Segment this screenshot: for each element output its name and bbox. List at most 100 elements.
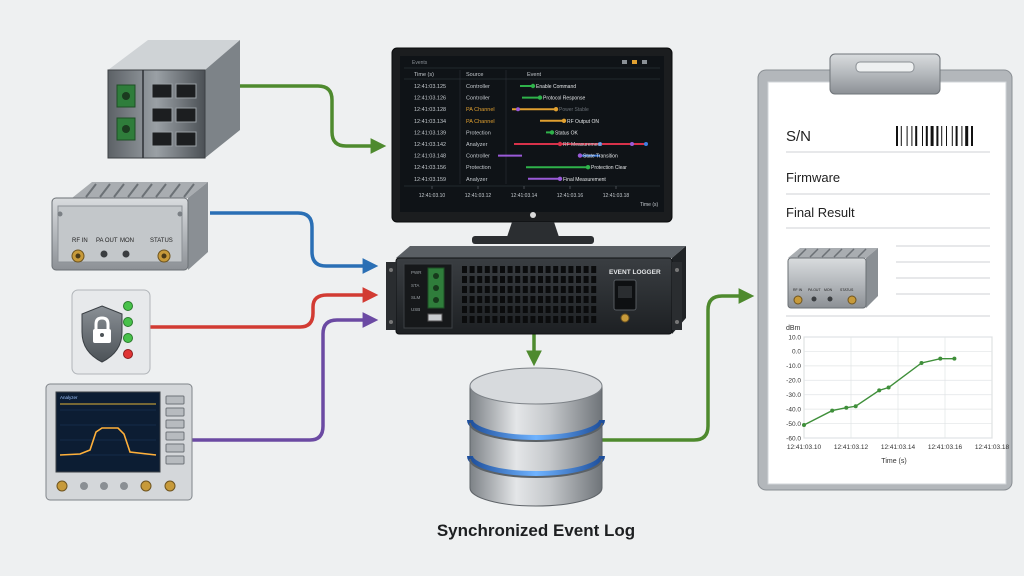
report-device-image: RF IN PA OUT MON STATUS xyxy=(787,248,878,309)
time-tick-label: 12:41:03.18 xyxy=(603,193,630,199)
report-port-label-status: STATUS xyxy=(840,288,854,292)
caption-text: Synchronized Event Log xyxy=(437,521,635,540)
database-to-report-arrow xyxy=(600,288,755,442)
logger-port-label-pwr: PWR xyxy=(411,270,422,275)
chart-x-tick: 12:41:03.18 xyxy=(975,444,1010,451)
chart-data-point xyxy=(877,388,882,393)
column-header-source: Source xyxy=(466,72,483,78)
event-time: 12:41:03.148 xyxy=(414,154,446,160)
heatsink-icon xyxy=(797,248,867,258)
usb-port-icon xyxy=(427,313,443,322)
terminal-block-icon xyxy=(116,84,136,141)
port-label-status: STATUS xyxy=(150,238,173,244)
event-time: 12:41:03.134 xyxy=(414,119,446,125)
shield-lock-icon xyxy=(81,305,123,363)
event-row[interactable]: 12:41:03.134 PA Channel RF Output ON xyxy=(414,118,599,125)
monitor: Events Time (s) Source Event 12:41:03.12… xyxy=(391,47,673,244)
event-marker xyxy=(549,130,555,135)
event-marker xyxy=(553,107,559,112)
event-row[interactable]: 12:41:03.148 Controller State Transition xyxy=(414,153,618,160)
report-port-label-pa-out: PA OUT xyxy=(808,288,821,292)
logger-port-label-sta: STA xyxy=(411,283,419,288)
event-time: 12:41:03.139 xyxy=(414,130,446,136)
chart-data-point xyxy=(938,356,943,361)
event-marker xyxy=(585,165,591,170)
event-time: 12:41:03.128 xyxy=(414,107,446,113)
event-source: Protection xyxy=(466,130,491,136)
event-time: 12:41:03.142 xyxy=(414,142,446,148)
event-source: Controller xyxy=(466,96,490,102)
event-source: PA Channel xyxy=(466,119,495,125)
firmware-label: Firmware xyxy=(786,170,840,185)
event-window-title: Events xyxy=(412,60,428,66)
spectrum-trace-icon xyxy=(59,403,157,456)
chart-y-tick: -40.0 xyxy=(786,406,801,413)
final-result-label: Final Result xyxy=(786,205,855,220)
event-label: Final Measurement xyxy=(563,177,606,183)
event-row[interactable]: 12:41:03.128 PA Channel Power Stable xyxy=(414,107,589,113)
event-source: Analyzer xyxy=(466,177,488,183)
connection-arrows xyxy=(150,84,755,442)
chart-y-tick: -30.0 xyxy=(786,392,801,399)
event-marker xyxy=(557,176,563,181)
event-marker xyxy=(598,142,602,146)
logger-port-label-usb: USB xyxy=(411,307,420,312)
port-label-rf-in: RF IN xyxy=(72,238,88,244)
analyzer-link-arrow xyxy=(192,312,379,442)
port-label-pa-out: PA OUT xyxy=(96,238,118,244)
controller-link-arrow xyxy=(230,84,387,154)
event-marker xyxy=(537,95,543,100)
rf-connector-icon xyxy=(56,480,176,492)
event-label: RF Output ON xyxy=(567,119,599,125)
chart-y-tick: 0.0 xyxy=(792,349,801,356)
column-header-time: Time (s) xyxy=(414,72,434,78)
event-label: Power Stable xyxy=(559,107,589,113)
chart-y-tick: -20.0 xyxy=(786,378,801,385)
chart-y-tick: -10.0 xyxy=(786,363,801,370)
chart-data-point xyxy=(802,423,806,428)
chart-data-point xyxy=(919,360,924,365)
protection-device xyxy=(71,289,151,375)
pa-link-arrow xyxy=(210,211,379,274)
event-marker xyxy=(561,118,567,124)
barcode-icon xyxy=(896,126,973,146)
event-marker xyxy=(557,141,563,147)
analyzer-brand-text: Analyzer xyxy=(60,395,78,400)
power-button-icon xyxy=(530,212,536,218)
pa-channel-device: RF IN PA OUT MON STATUS xyxy=(51,182,208,271)
sn-label: S/N xyxy=(786,128,811,145)
event-label: Status OK xyxy=(555,130,578,136)
event-source: Controller xyxy=(466,154,490,160)
report-port-label-rf-in: RF IN xyxy=(793,288,803,292)
logger-port-label-slm: SLM xyxy=(411,295,421,300)
time-axis-label: Time (s) xyxy=(640,202,658,208)
event-source: Protection xyxy=(466,165,491,171)
clipboard-report: S/N Firmware Final Result RF IN PA OUT xyxy=(757,53,1013,491)
time-tick-label: 12:41:03.14 xyxy=(511,193,538,199)
event-source: PA Channel xyxy=(466,107,495,113)
time-tick-label: 12:41:03.16 xyxy=(557,193,584,199)
chart-y-tick: 10.0 xyxy=(788,334,801,341)
clip-icon xyxy=(829,53,941,95)
event-source: Analyzer xyxy=(466,142,488,148)
chart-data-point xyxy=(844,405,849,410)
event-row[interactable]: 12:41:03.139 Protection Status OK xyxy=(414,130,578,136)
event-marker xyxy=(577,153,583,158)
status-led-icon xyxy=(123,301,133,359)
event-label: Protection Clear xyxy=(591,165,627,171)
event-label: Enable Command xyxy=(536,84,576,90)
window-controls-icon xyxy=(622,60,647,64)
chart-x-tick: 12:41:03.14 xyxy=(881,444,916,451)
event-marker xyxy=(516,107,520,112)
column-header-event: Event xyxy=(527,72,542,78)
event-label: State Transition xyxy=(583,154,618,160)
chart-data-point xyxy=(952,356,957,361)
chart-y-tick: -50.0 xyxy=(786,421,801,428)
protection-link-arrow xyxy=(150,287,379,329)
